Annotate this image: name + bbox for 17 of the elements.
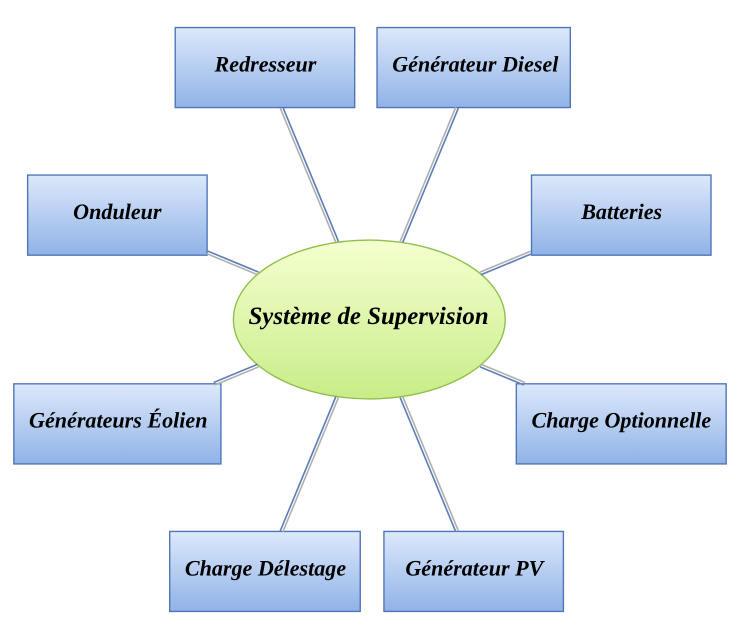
- node-box: Générateur PV: [383, 530, 564, 612]
- node-ellipse: Système de Supervision: [232, 239, 506, 400]
- connector: [206, 250, 259, 276]
- connector: [399, 106, 460, 243]
- connector: [280, 396, 340, 532]
- connector: [399, 396, 460, 532]
- node-box: Redresseur: [174, 26, 356, 108]
- node-box: Générateur Diesel: [376, 26, 571, 108]
- node-box: Batteries: [530, 174, 712, 256]
- node-box: Charge Optionnelle: [516, 383, 727, 465]
- node-box: Onduleur: [26, 174, 208, 256]
- connector: [480, 364, 526, 386]
- connector: [280, 106, 340, 243]
- connector: [480, 250, 532, 276]
- connector: [213, 364, 259, 386]
- node-box: Générateurs Éolien: [13, 383, 222, 465]
- node-box: Charge Délestage: [169, 530, 361, 612]
